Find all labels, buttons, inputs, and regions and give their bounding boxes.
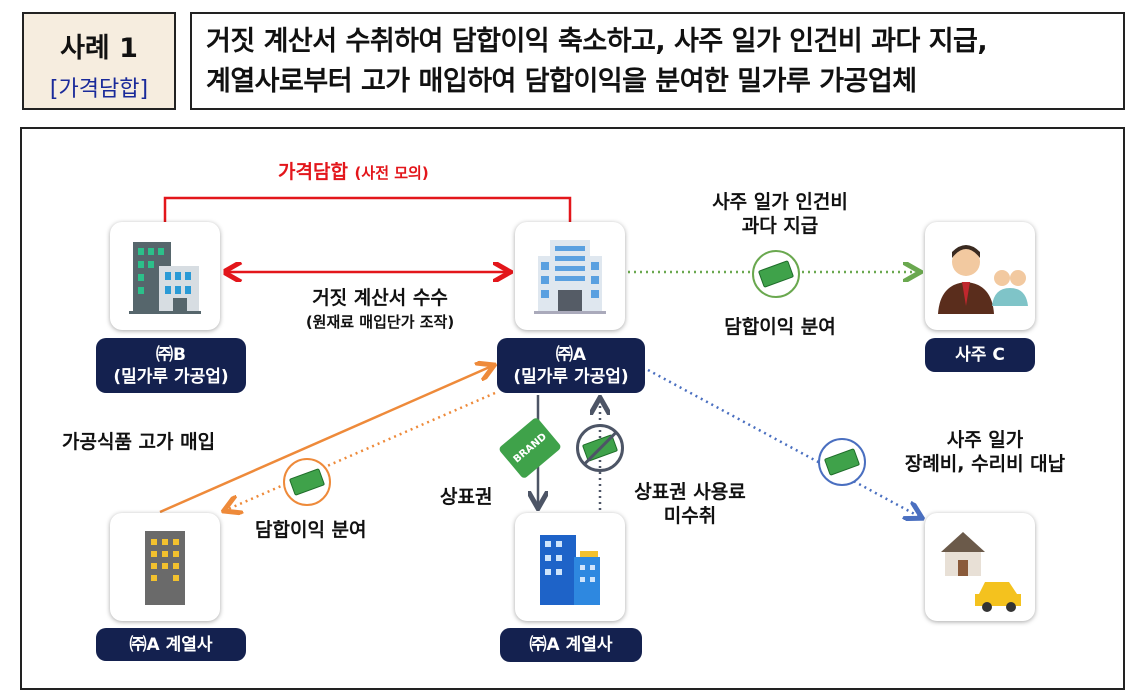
company-a-industry: (밀가루 가공업) xyxy=(513,366,629,387)
fake-invoice-main: 거짓 계산서 수수 xyxy=(312,287,448,309)
affiliate-left-icon xyxy=(110,513,220,621)
house-car-icon xyxy=(925,513,1035,621)
owner-profit-share-label: 담합이익 분여 xyxy=(724,316,836,338)
company-b-label: ㈜B (밀가루 가공업) xyxy=(96,338,246,393)
family-costs-line1: 사주 일가 xyxy=(946,429,1024,451)
royalty-line1: 상표권 사용료 xyxy=(634,481,746,503)
case-number: 사례 1 xyxy=(60,33,138,64)
collusion-sub: (사전 모의) xyxy=(354,164,429,182)
owner-pay-line2: 과다 지급 xyxy=(741,215,819,237)
no-royalty-icon xyxy=(576,424,624,472)
owner-pay-label: 사주 일가 인건비 과다 지급 xyxy=(680,190,880,238)
collusion-label: 가격담합 (사전 모의) xyxy=(278,160,429,185)
case-title-line: 계열사로부터 고가 매입하여 담합이익을 분여한 밀가루 가공업체 xyxy=(206,66,917,97)
money-icon xyxy=(283,458,331,506)
fake-invoice-sub: (원재료 매입단가 조작) xyxy=(305,313,455,331)
company-a-name: ㈜A xyxy=(555,344,587,365)
affiliate-mid-label: ㈜A 계열사 xyxy=(500,628,642,662)
company-a-label: ㈜A (밀가루 가공업) xyxy=(497,338,645,393)
collusion-main: 가격담합 xyxy=(278,161,348,183)
case-title-line: 거짓 계산서 수취하여 담합이익 축소하고, 사주 일가 인건비 과다 지급, xyxy=(206,26,988,57)
money-icon xyxy=(818,438,866,486)
case-title-box: 거짓 계산서 수취하여 담합이익 축소하고, 사주 일가 인건비 과다 지급, … xyxy=(190,12,1125,110)
profit-share-left-label: 담합이익 분여 xyxy=(255,519,367,541)
affiliate-mid-icon xyxy=(515,513,625,621)
family-costs-line2: 장례비, 수리비 대납 xyxy=(904,453,1066,475)
case-type: [가격담합] xyxy=(49,77,149,102)
owner-pay-line1: 사주 일가 인건비 xyxy=(712,191,848,213)
brand-tag-text: BRAND xyxy=(511,431,549,465)
company-a-icon xyxy=(515,222,625,330)
owner-c-label: 사주 C xyxy=(925,338,1035,372)
money-icon xyxy=(752,250,800,298)
company-b-name: ㈜B xyxy=(156,344,186,365)
affiliate-left-label: ㈜A 계열사 xyxy=(96,628,246,661)
company-b-industry: (밀가루 가공업) xyxy=(113,366,229,387)
collusion-line xyxy=(163,196,572,222)
high-purchase-label: 가공식품 고가 매입 xyxy=(62,431,216,453)
diagram-frame xyxy=(20,127,1125,690)
company-b-icon xyxy=(110,222,220,330)
royalty-label: 상표권 사용료 미수취 xyxy=(610,480,770,528)
high-purchase-arrow xyxy=(159,366,492,514)
profit-share-arrow xyxy=(226,391,496,510)
royalty-line2: 미수취 xyxy=(663,505,717,527)
family-costs-label: 사주 일가 장례비, 수리비 대납 xyxy=(855,428,1115,476)
case-box: 사례 1 [가격담합] xyxy=(22,12,176,110)
owner-family-icon xyxy=(925,222,1035,330)
trademark-label: 상표권 xyxy=(440,486,493,508)
fake-invoice-label: 거짓 계산서 수수 (원재료 매입단가 조작) xyxy=(260,286,500,334)
